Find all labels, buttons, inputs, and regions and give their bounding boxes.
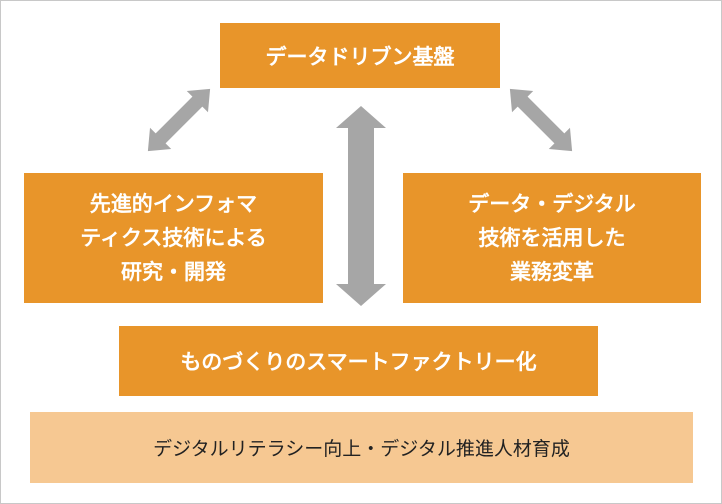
- data-driven-platform-label: データドリブン基盤: [265, 44, 455, 69]
- left-double-arrow: [147, 88, 211, 152]
- data-driven-platform-box: データドリブン基盤: [220, 23, 500, 88]
- digital-transformation-label: データ・デジタル 技術を活用した 業務変革: [468, 192, 636, 284]
- center-double-arrow: [336, 106, 386, 306]
- right-double-arrow: [509, 88, 573, 152]
- digital-literacy-foundation-box: デジタルリテラシー向上・デジタル推進人材育成: [30, 412, 693, 483]
- advanced-informatics-label: 先進的インフォマ ティクス技術による 研究・開発: [80, 192, 267, 284]
- smart-factory-label: ものづくりのスマートファクトリー化: [180, 350, 537, 374]
- smart-factory-box: ものづくりのスマートファクトリー化: [119, 326, 598, 396]
- advanced-informatics-box: 先進的インフォマ ティクス技術による 研究・開発: [24, 173, 323, 303]
- digital-transformation-box: データ・デジタル 技術を活用した 業務変革: [403, 173, 701, 303]
- digital-literacy-foundation-label: デジタルリテラシー向上・デジタル推進人材育成: [153, 438, 570, 460]
